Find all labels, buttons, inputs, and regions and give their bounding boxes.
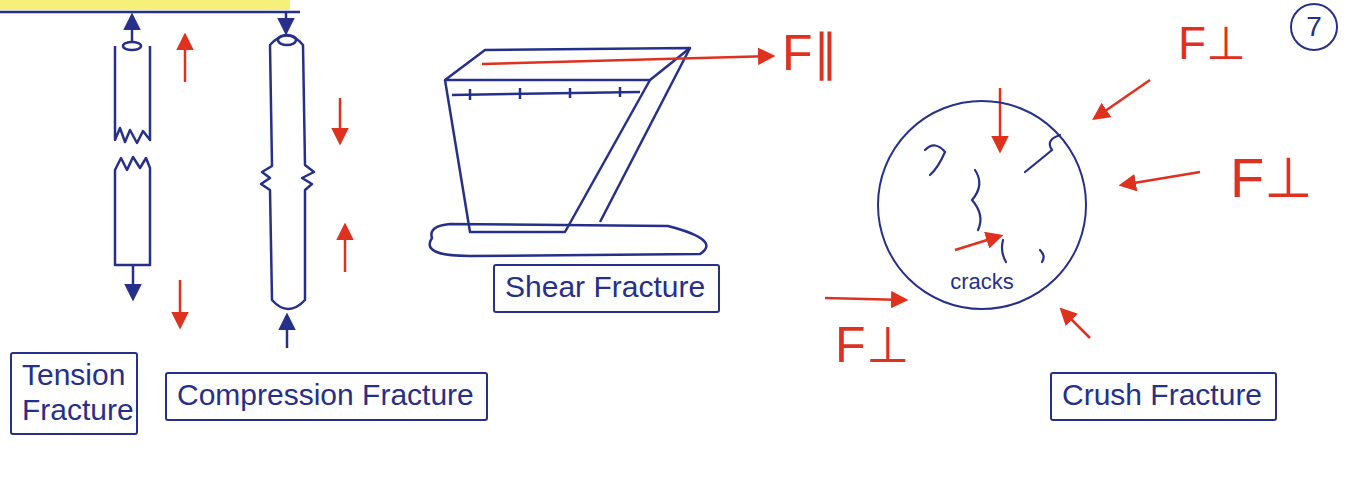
crushed-specimen: cracks <box>877 100 1087 310</box>
fracture-type-box: Crush Fracture <box>1050 372 1277 421</box>
node-text: Shear Fracture <box>505 270 708 305</box>
crack-lines <box>925 135 1060 262</box>
tension-force-arrows <box>180 36 185 326</box>
fracture-type-box: Tension Fracture <box>10 352 138 435</box>
compression-force-arrows <box>340 98 345 272</box>
node-text: Compression Fracture <box>177 378 476 413</box>
force-label: F⊥ <box>1178 20 1246 66</box>
tension-specimen <box>115 16 150 298</box>
fracture-type-box: Compression Fracture <box>165 372 488 421</box>
shear-block <box>430 48 707 256</box>
node-text: 7 <box>1306 11 1322 43</box>
highlight <box>0 0 290 10</box>
force-label: F⊥ <box>1230 150 1313 206</box>
compression-specimen <box>261 12 314 348</box>
node-text: cracks <box>950 269 1014 294</box>
node-text: Tension Fracture <box>22 358 126 427</box>
page-number-circle: 7 <box>1290 3 1338 51</box>
crush-force-arrows <box>825 80 1200 338</box>
force-label: F∥ <box>782 28 838 78</box>
force-label: F⊥ <box>835 320 910 370</box>
shear-force-arrow <box>482 56 772 64</box>
node-text: Crush Fracture <box>1062 378 1265 413</box>
support-beam <box>0 11 300 14</box>
fracture-type-box: Shear Fracture <box>493 264 720 313</box>
